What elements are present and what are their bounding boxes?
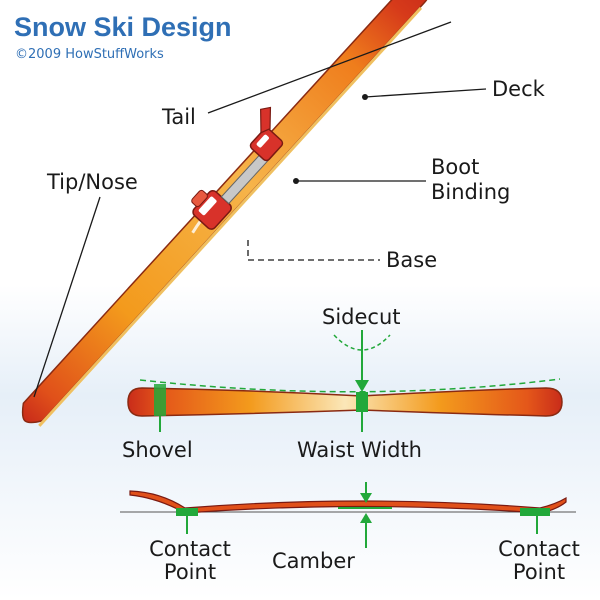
tip-leader: [33, 196, 101, 398]
sidecut-arc: [333, 334, 391, 351]
label-contact-point-right: Contact Point: [492, 538, 586, 584]
diagonal-ski-edge: [38, 6, 423, 427]
binding-dot: [293, 178, 299, 184]
label-tail: Tail: [162, 105, 196, 129]
diagonal-ski: [21, 0, 430, 427]
sidecut-arrow-head: [355, 380, 369, 392]
label-contact-point-left: Contact Point: [143, 538, 237, 584]
label-binding: Binding: [431, 180, 511, 204]
label-waist-width: Waist Width: [297, 438, 422, 462]
deck-dot: [362, 94, 368, 100]
camber-ski: [129, 490, 567, 514]
label-camber: Camber: [272, 549, 355, 573]
label-boot: Boot: [431, 155, 480, 179]
label-deck: Deck: [492, 77, 545, 101]
diagram-title: Snow Ski Design: [14, 12, 232, 42]
label-base: Base: [386, 248, 438, 272]
contact-marker-right: [520, 508, 550, 516]
front-binding: [191, 189, 232, 230]
shovel-marker: [154, 384, 166, 416]
copyright-credit: ©2009 HowStuffWorks: [15, 47, 164, 62]
tail-leader: [207, 21, 452, 114]
contact-left-line2: Point: [163, 560, 217, 584]
contact-marker-left: [176, 508, 198, 516]
contact-right-line2: Point: [512, 560, 566, 584]
contact-right-line1: Contact: [498, 537, 580, 561]
label-tip-nose: Tip/Nose: [47, 170, 138, 194]
base-leader: [247, 240, 380, 261]
label-shovel: Shovel: [122, 438, 193, 462]
waist-marker: [356, 392, 368, 412]
rear-binding: [249, 106, 284, 162]
deck-leader: [364, 88, 487, 98]
camber-arrow-top-head: [360, 493, 372, 503]
camber-arrow-bottom-head: [360, 513, 372, 523]
contact-left-line1: Contact: [149, 537, 231, 561]
label-sidecut: Sidecut: [322, 305, 401, 329]
leader-lines: [33, 21, 487, 398]
